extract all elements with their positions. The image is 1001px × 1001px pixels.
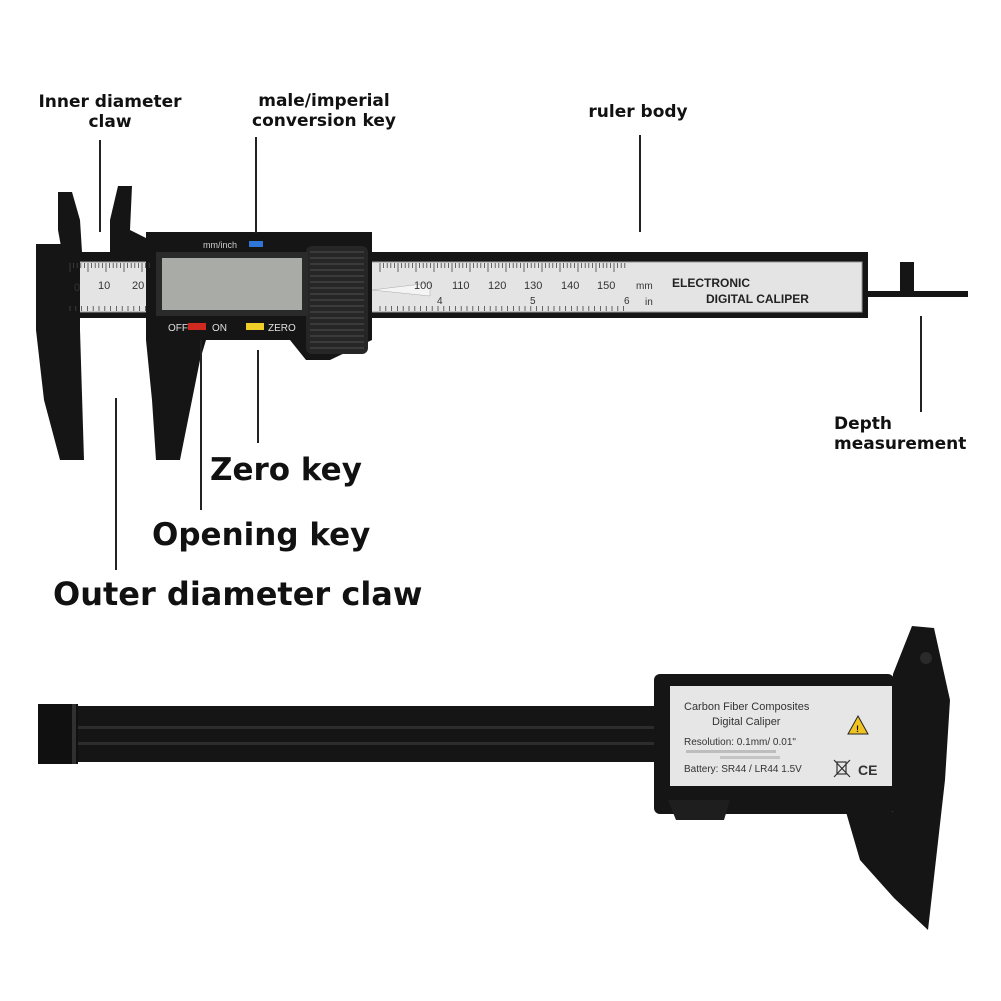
mm-tick-label: 100 [414,280,432,292]
leader-line [920,316,922,412]
callout-text: Depth measurement [834,414,967,455]
leader-line [115,398,117,570]
callout-opening-key: Opening key [152,517,370,554]
lcd-screen [162,258,302,310]
off-on-button [188,323,206,330]
label-line-2: Digital Caliper [712,716,781,728]
zero-button [246,323,264,330]
mm-tick-label: 120 [488,280,506,292]
back-beam [38,706,678,762]
label-battery: Battery: SR44 / LR44 1.5V [684,764,802,775]
callout-outer-claw: Outer diameter claw [53,575,422,613]
in-unit-label: in [645,297,653,308]
disposal-icon [833,759,851,778]
brand-line-2: DIGITAL CALIPER [706,292,809,306]
leader-line [639,135,641,232]
unit-button-label: mm/inch [203,240,237,250]
mm-tick-label: 140 [561,280,579,292]
brand-line-1: ELECTRONIC [672,276,750,290]
callout-inner-claw: Inner diameter claw [30,92,190,133]
sliding-inner-claw [110,186,146,252]
callout-zero-key: Zero key [210,452,362,489]
leader-line [200,340,202,510]
warning-icon [847,714,869,735]
callout-text: Opening key [152,517,371,553]
callout-text: Outer diameter claw [53,575,423,613]
callout-text: Zero key [210,452,362,488]
label-resolution: Resolution: 0.1mm/ 0.01" [684,737,796,748]
beam-end-cap [38,704,78,764]
callout-text: ruler body [588,102,688,122]
off-label: OFF [168,323,188,334]
mm-tick-label: 110 [452,280,470,292]
callout-text: Inner diameter claw [38,92,182,133]
front-caliper: mm/inch OFF ON ZERO 0 10 20 100 110 120 … [36,186,968,460]
mm-tick-label: 150 [597,280,615,292]
back-label [670,686,892,786]
unit-button [249,241,263,247]
mm-unit-label: mm [636,281,653,292]
fixed-outer-jaw [36,244,84,460]
leader-line [99,140,101,232]
on-label: ON [212,323,227,334]
inch-tick-label: 6 [624,296,630,307]
leader-line [257,350,259,443]
back-jaw [846,626,950,930]
callout-ruler-body: ruler body [578,102,698,122]
inch-tick-label: 5 [530,296,536,307]
mm-tick-label: 20 [132,280,144,292]
inch-tick-label: 4 [437,296,443,307]
leader-line [255,137,257,233]
svg-text:!: ! [856,724,859,734]
callout-depth: Depth measurement [834,414,967,455]
fixed-inner-claw [58,192,82,252]
mm-tick-label: 0 [74,282,80,294]
ce-mark: CE [858,762,877,778]
back-caliper: Carbon Fiber Composites Digital Caliper … [38,626,950,930]
mm-tick-label: 10 [98,280,110,292]
callout-text: male/imperial conversion key [252,91,396,132]
label-line-1: Carbon Fiber Composites [684,701,810,713]
mm-tick-label: 130 [524,280,542,292]
zero-label: ZERO [268,323,296,334]
callout-conversion-key: male/imperial conversion key [246,91,402,132]
